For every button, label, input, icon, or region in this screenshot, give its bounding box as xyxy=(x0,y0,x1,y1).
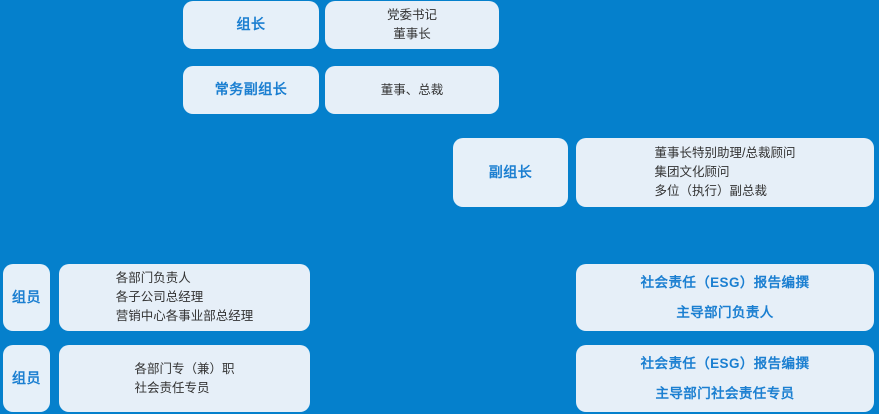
detail-line: 多位（执行）副总裁 xyxy=(654,184,768,198)
detail-card-deputy-leader: 董事长特别助理/总裁顾问 集团文化顾问 多位（执行）副总裁 xyxy=(576,138,874,207)
detail-card-member-1: 各部门负责人 各子公司总经理 营销中心各事业部总经理 xyxy=(59,264,310,331)
role-card-member-2: 组员 xyxy=(3,345,50,412)
detail-line: 营销中心各事业部总经理 xyxy=(115,309,254,323)
detail-list-deputy-leader: 董事长特别助理/总裁顾问 集团文化顾问 多位（执行）副总裁 xyxy=(655,144,796,201)
detail-line: 党委书记 xyxy=(386,8,437,22)
esg-card-department-head: 社会责任（ESG）报告编撰 主导部门负责人 xyxy=(576,264,874,331)
esg-list-department-specialist: 社会责任（ESG）报告编撰 主导部门社会责任专员 xyxy=(641,349,810,409)
detail-line: 董事、总裁 xyxy=(380,82,444,97)
detail-card-member-2: 各部门专（兼）职 社会责任专员 xyxy=(59,345,310,412)
role-label-member-1: 组员 xyxy=(12,288,41,305)
detail-line: 各子公司总经理 xyxy=(115,290,204,304)
detail-line: 社会责任专员 xyxy=(134,380,210,395)
detail-list-member-1: 各部门负责人 各子公司总经理 营销中心各事业部总经理 xyxy=(116,269,254,326)
detail-list-member-2: 各部门专（兼）职 社会责任专员 xyxy=(134,360,234,398)
esg-list-department-head: 社会责任（ESG）报告编撰 主导部门负责人 xyxy=(641,268,810,328)
detail-line: 董事长特别助理/总裁顾问 xyxy=(654,146,796,160)
role-label-member-2: 组员 xyxy=(12,369,41,386)
role-card-executive-deputy-leader: 常务副组长 xyxy=(183,66,319,114)
esg-line: 社会责任（ESG）报告编撰 xyxy=(640,355,810,371)
detail-card-leader: 党委书记 董事长 xyxy=(325,1,499,49)
detail-card-executive-deputy-leader: 董事、总裁 xyxy=(325,66,499,114)
role-card-member-1: 组员 xyxy=(3,264,50,331)
detail-line: 各部门专（兼）职 xyxy=(134,361,235,376)
role-card-leader: 组长 xyxy=(183,1,319,49)
esg-card-department-specialist: 社会责任（ESG）报告编撰 主导部门社会责任专员 xyxy=(576,345,874,412)
esg-line: 社会责任（ESG）报告编撰 xyxy=(640,274,810,290)
detail-line: 集团文化顾问 xyxy=(654,165,730,179)
role-card-deputy-leader: 副组长 xyxy=(453,138,568,207)
esg-line: 主导部门社会责任专员 xyxy=(655,385,795,401)
role-label-leader: 组长 xyxy=(236,16,266,33)
role-label-deputy-leader: 副组长 xyxy=(488,163,533,180)
detail-line: 各部门负责人 xyxy=(115,271,191,285)
esg-line: 主导部门负责人 xyxy=(676,304,774,320)
detail-list-leader: 党委书记 董事长 xyxy=(387,6,437,44)
detail-list-executive-deputy-leader: 董事、总裁 xyxy=(381,81,444,100)
role-label-executive-deputy-leader: 常务副组长 xyxy=(214,81,288,98)
detail-line: 董事长 xyxy=(393,27,431,41)
